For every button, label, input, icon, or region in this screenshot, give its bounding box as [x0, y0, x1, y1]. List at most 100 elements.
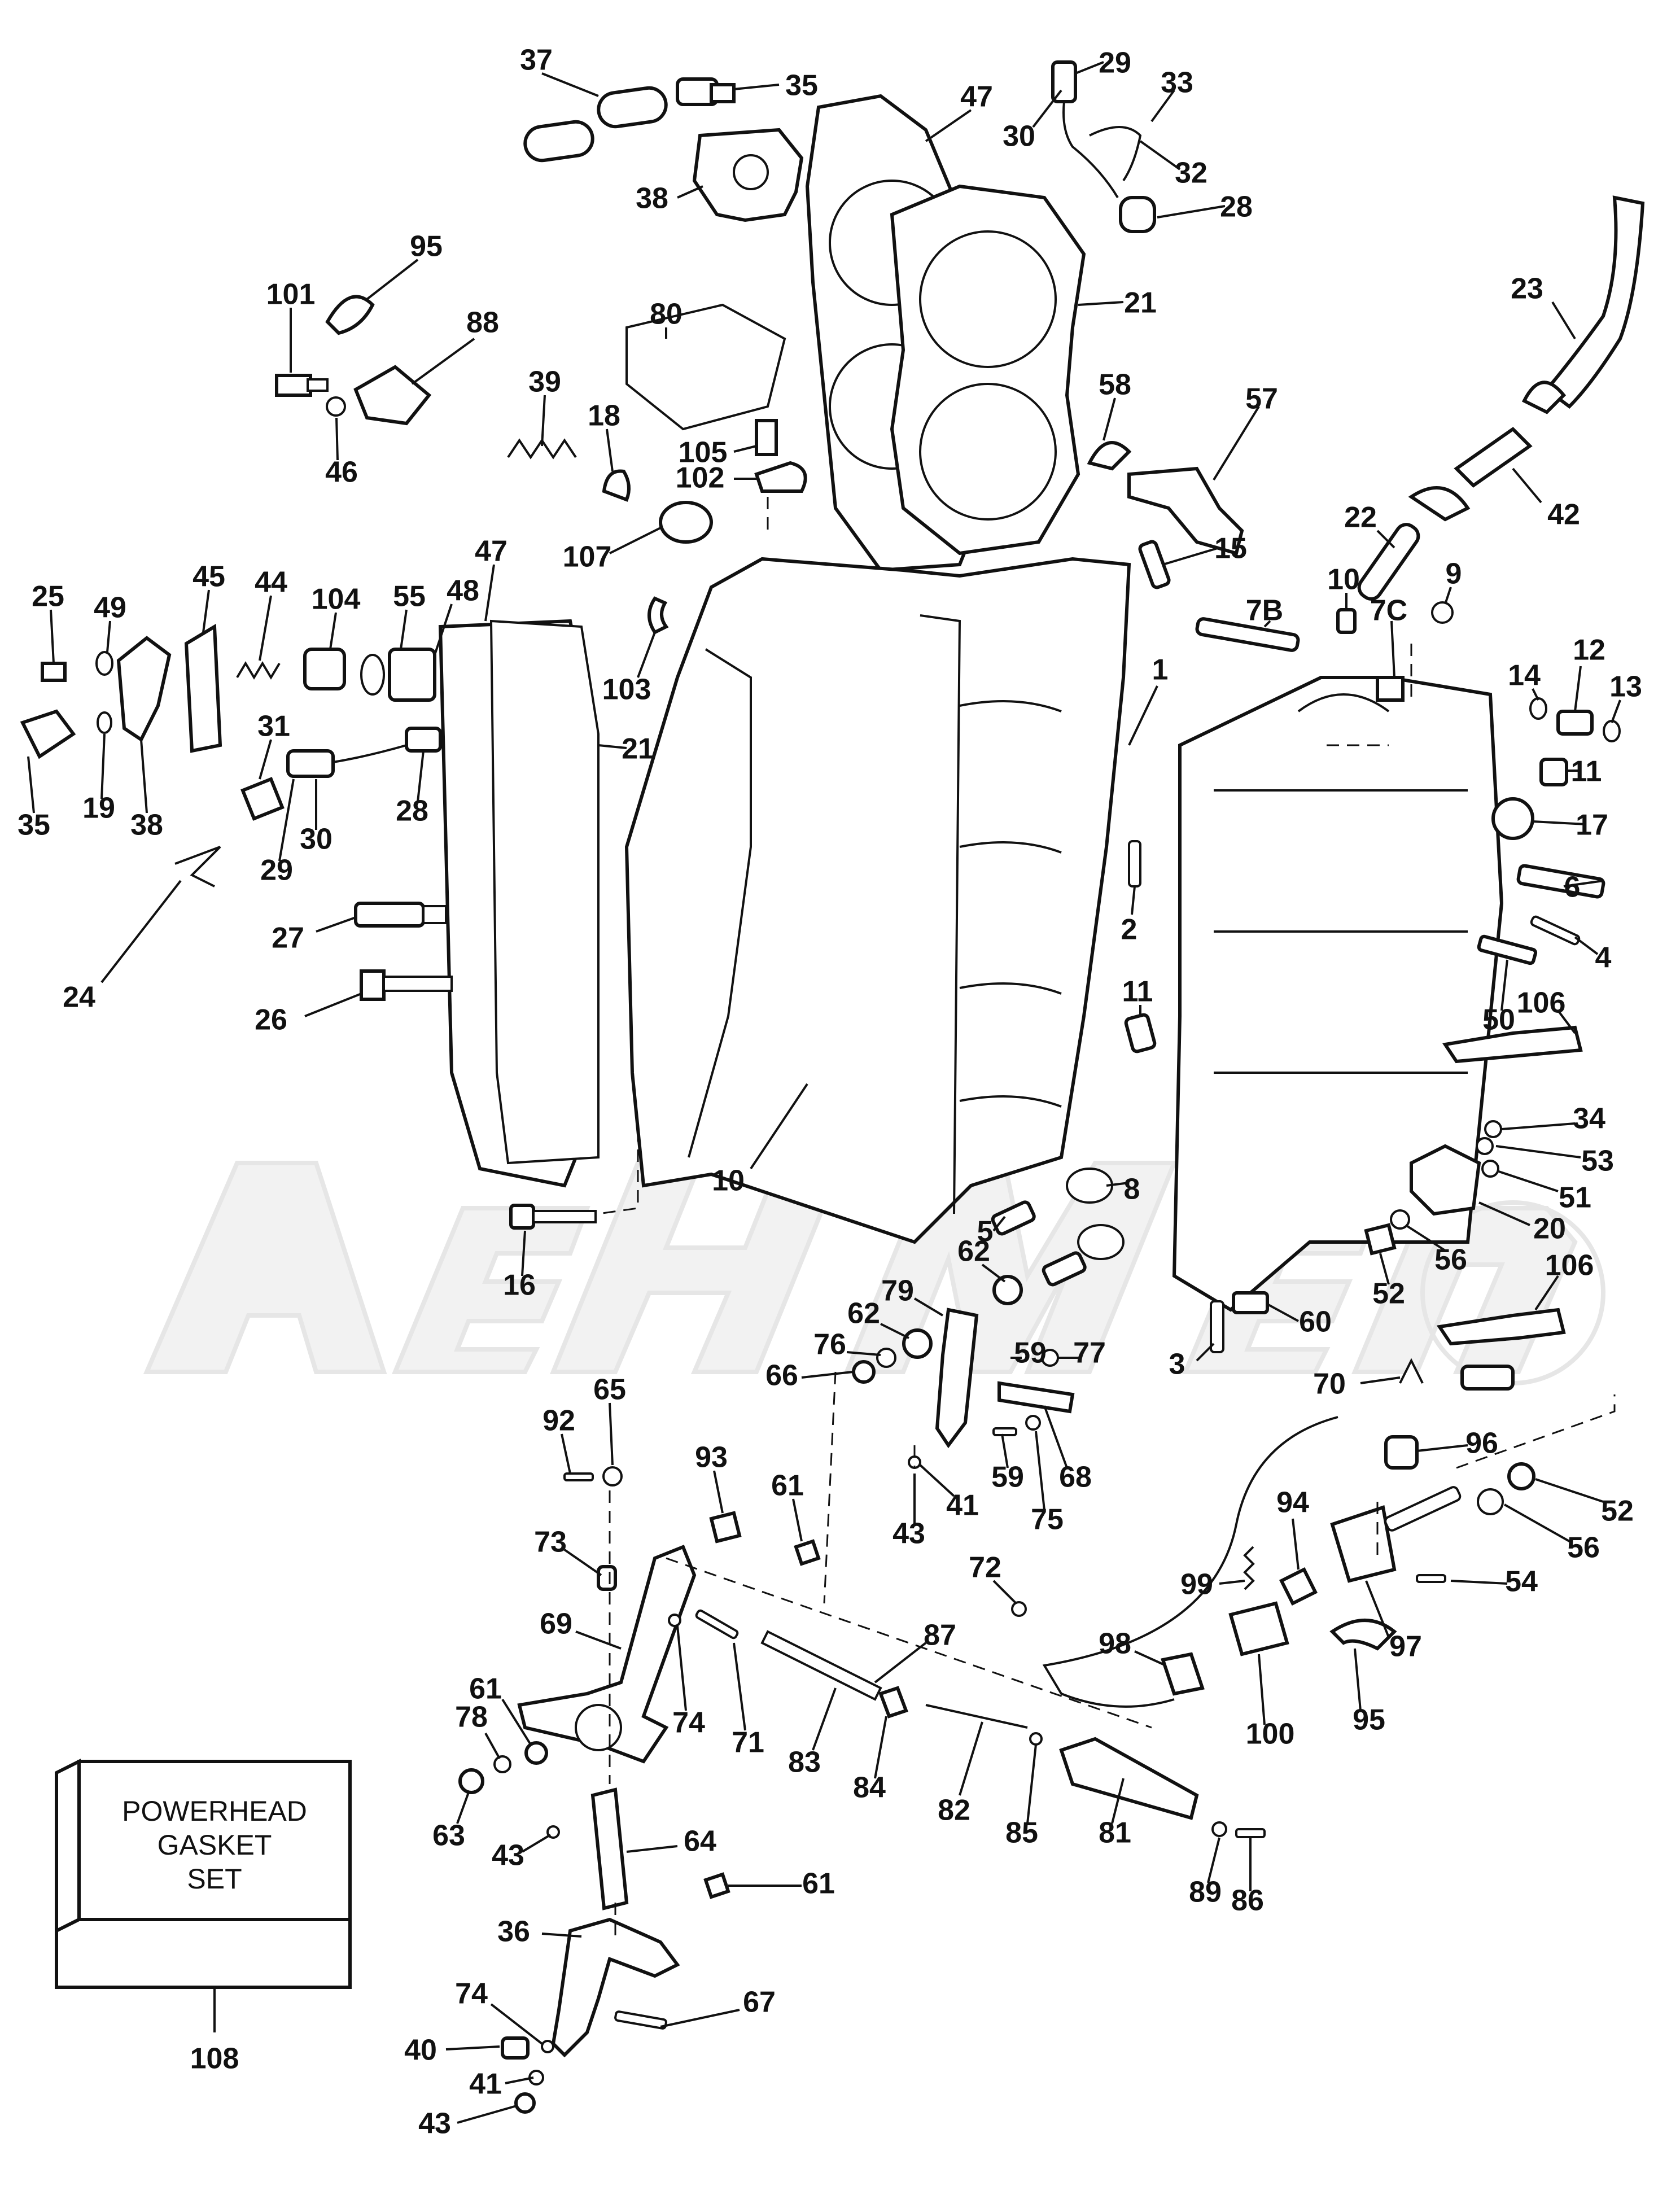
- callout-leader-37: [541, 72, 599, 97]
- callout-leader-103: [637, 632, 656, 678]
- callout-label-48: 48: [447, 575, 479, 607]
- oring-49: [95, 651, 113, 676]
- callout-leader-85: [1026, 1744, 1037, 1824]
- callout-leader-59: [1001, 1433, 1009, 1468]
- pin-54: [1416, 1574, 1446, 1583]
- callout-label-44: 44: [255, 566, 287, 599]
- rod-83: [760, 1630, 882, 1701]
- fitting-42: [1454, 427, 1533, 488]
- callout-label-80: 80: [650, 298, 683, 331]
- callout-label-8: 8: [1124, 1173, 1140, 1206]
- clip-24: [174, 846, 221, 887]
- callout-label-38: 38: [636, 182, 668, 215]
- callout-label-1: 1: [1152, 654, 1169, 687]
- callout-leader-47: [484, 564, 495, 622]
- callout-label-102: 102: [676, 462, 725, 495]
- callout-label-77: 77: [1073, 1337, 1106, 1370]
- callout-label-56: 56: [1434, 1244, 1467, 1276]
- fitting-5-top: [991, 1200, 1036, 1236]
- callout-label-107: 107: [563, 541, 612, 574]
- nut-7C: [1376, 676, 1405, 702]
- crankcase-cover: [1172, 676, 1504, 1312]
- callout-leader-88: [411, 338, 475, 385]
- callout-label-68: 68: [1059, 1461, 1092, 1494]
- callout-label-105: 105: [679, 436, 728, 469]
- callout-label-59: 59: [1014, 1337, 1047, 1370]
- callout-label-29: 29: [260, 854, 293, 887]
- callout-leader-74: [490, 2003, 543, 2045]
- callout-leader-96: [1416, 1444, 1468, 1452]
- callout-label-2: 2: [1121, 913, 1138, 946]
- callout-leader-20: [1478, 1201, 1530, 1226]
- callout-leader-92: [561, 1433, 571, 1474]
- callout-label-85: 85: [1005, 1817, 1038, 1850]
- callout-label-75: 75: [1031, 1503, 1064, 1536]
- stud-7B: [1195, 617, 1300, 652]
- callout-leader-84: [874, 1716, 887, 1779]
- screw-67: [614, 2010, 667, 2030]
- callout-leader-98: [1134, 1650, 1166, 1667]
- callout-leader-72: [992, 1580, 1017, 1604]
- callout-leader-94: [1292, 1518, 1300, 1570]
- pin-59: [992, 1427, 1017, 1436]
- wire-harness: [1042, 1416, 1338, 1708]
- callout-leader-75: [1035, 1431, 1045, 1511]
- callout-label-94: 94: [1276, 1487, 1309, 1519]
- callout-label-54: 54: [1505, 1566, 1538, 1598]
- washer-74-bottom: [541, 2040, 554, 2053]
- callout-label-106: 106: [1545, 1249, 1594, 1282]
- disc-8-bottom: [1077, 1224, 1125, 1260]
- callout-leader-28: [1157, 205, 1226, 218]
- washer-72: [1011, 1601, 1027, 1617]
- callout-label-10: 10: [1327, 563, 1360, 596]
- callout-leader-87: [874, 1642, 927, 1684]
- clip-102: [754, 461, 807, 493]
- bolt-101: [275, 374, 329, 397]
- callout-label-40: 40: [404, 2034, 437, 2067]
- callout-leader-78: [484, 1733, 501, 1759]
- connector-70: [1460, 1365, 1515, 1391]
- spring-99: [1243, 1546, 1255, 1590]
- callout-leader-43: [457, 2105, 517, 2124]
- spark-plug-27: [354, 902, 447, 928]
- screw-93: [709, 1511, 742, 1544]
- callout-label-84: 84: [853, 1772, 886, 1804]
- callout-label-67: 67: [743, 1986, 776, 2019]
- callout-leader-17: [1532, 820, 1587, 825]
- callout-label-78: 78: [455, 1701, 488, 1734]
- callout-label-72: 72: [969, 1551, 1001, 1584]
- callout-label-63: 63: [432, 1820, 465, 1852]
- gasket-21-top: [890, 184, 1086, 556]
- callout-leader-39: [541, 395, 546, 447]
- nut-61-top: [794, 1539, 821, 1566]
- callout-leader-7C: [1390, 620, 1395, 678]
- arm-69: [517, 1545, 697, 1764]
- clip-94: [1279, 1567, 1318, 1606]
- nut-61-bottom: [703, 1872, 730, 1899]
- callout-leader-62: [981, 1263, 1006, 1283]
- callout-label-43: 43: [492, 1839, 524, 1872]
- washer-76: [876, 1348, 896, 1368]
- callout-leader-29: [278, 779, 295, 862]
- callout-leader-106: [1534, 1275, 1559, 1311]
- washer-65: [602, 1466, 623, 1487]
- callout-label-76: 76: [813, 1328, 846, 1361]
- callout-label-4: 4: [1595, 942, 1612, 974]
- nut-63: [458, 1768, 484, 1794]
- bolt-26: [360, 969, 453, 1001]
- cover-38-left: [116, 636, 172, 742]
- callout-leader-48: [434, 604, 453, 655]
- nut-61-mid: [524, 1741, 548, 1765]
- callout-label-11: 11: [1571, 755, 1602, 788]
- callout-leader-68: [1043, 1405, 1068, 1468]
- callout-label-15: 15: [1214, 532, 1247, 565]
- callout-label-100: 100: [1246, 1718, 1295, 1751]
- callout-label-5: 5: [977, 1216, 994, 1248]
- callout-label-89: 89: [1189, 1876, 1222, 1909]
- clip-70: [1399, 1358, 1424, 1384]
- shaft-81: [1059, 1737, 1199, 1820]
- callout-leader-40: [445, 2045, 500, 2051]
- callout-label-13: 13: [1609, 671, 1642, 703]
- oring-14: [1529, 697, 1547, 720]
